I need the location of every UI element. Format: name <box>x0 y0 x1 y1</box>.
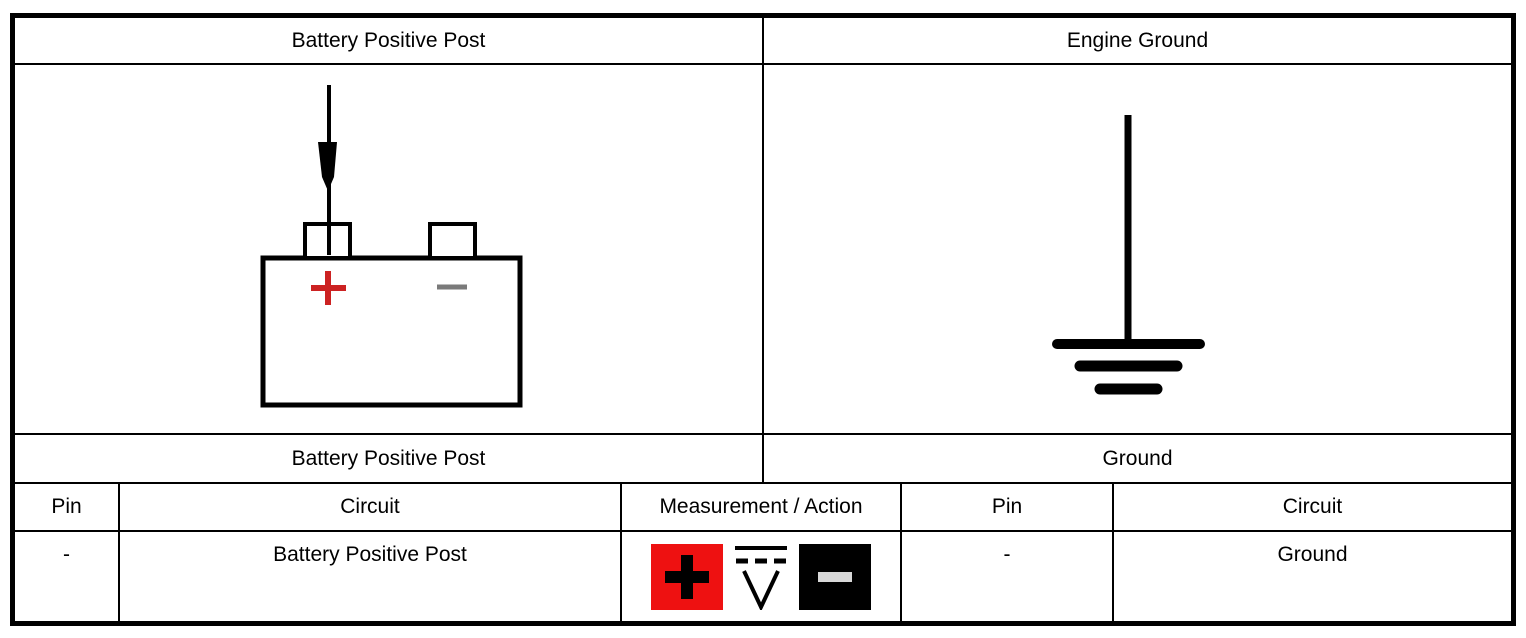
negative-probe-icon <box>799 543 871 610</box>
circuit-value-right: Ground <box>1277 543 1348 566</box>
battery-plus-symbol <box>311 271 346 305</box>
caption-battery-positive-post: Battery Positive Post <box>15 435 764 482</box>
header-engine-ground: Engine Ground <box>1066 28 1209 52</box>
caption-ground: Ground <box>1102 446 1173 470</box>
col-header-circuit-right: Circuit <box>1282 495 1343 518</box>
circuit-value-left: Battery Positive Post <box>120 532 622 621</box>
col-header-pin-left: Pin <box>15 484 120 530</box>
battery-diagram-cell <box>15 65 764 433</box>
measurement-action-cell <box>622 532 902 621</box>
pin-table-header-row: Pin Circuit Measurement / Action Pin Cir… <box>15 484 1511 532</box>
pin-value-right: - <box>902 532 1114 621</box>
pin-value-left: - <box>15 532 120 621</box>
pin-table-data-row: - Battery Positive Post <box>15 532 1511 621</box>
diagram-row <box>15 65 1511 435</box>
caption-row: Battery Positive Post Ground <box>15 435 1511 484</box>
header-row: Battery Positive Post Engine Ground <box>15 18 1511 65</box>
diagram-table: Battery Positive Post Engine Ground <box>10 13 1516 626</box>
measurement-icons <box>651 543 871 610</box>
header-battery-positive-post: Battery Positive Post <box>15 18 764 63</box>
dc-voltage-icon <box>735 545 787 610</box>
col-header-circuit-left: Circuit <box>120 484 622 530</box>
positive-probe-icon <box>651 543 723 610</box>
col-header-pin-right: Pin <box>902 484 1114 530</box>
col-header-measurement-action: Measurement / Action <box>622 484 902 530</box>
ground-symbol-icon <box>1052 115 1205 395</box>
battery-with-probe-icon <box>260 85 523 408</box>
ground-diagram-cell <box>764 65 1511 433</box>
